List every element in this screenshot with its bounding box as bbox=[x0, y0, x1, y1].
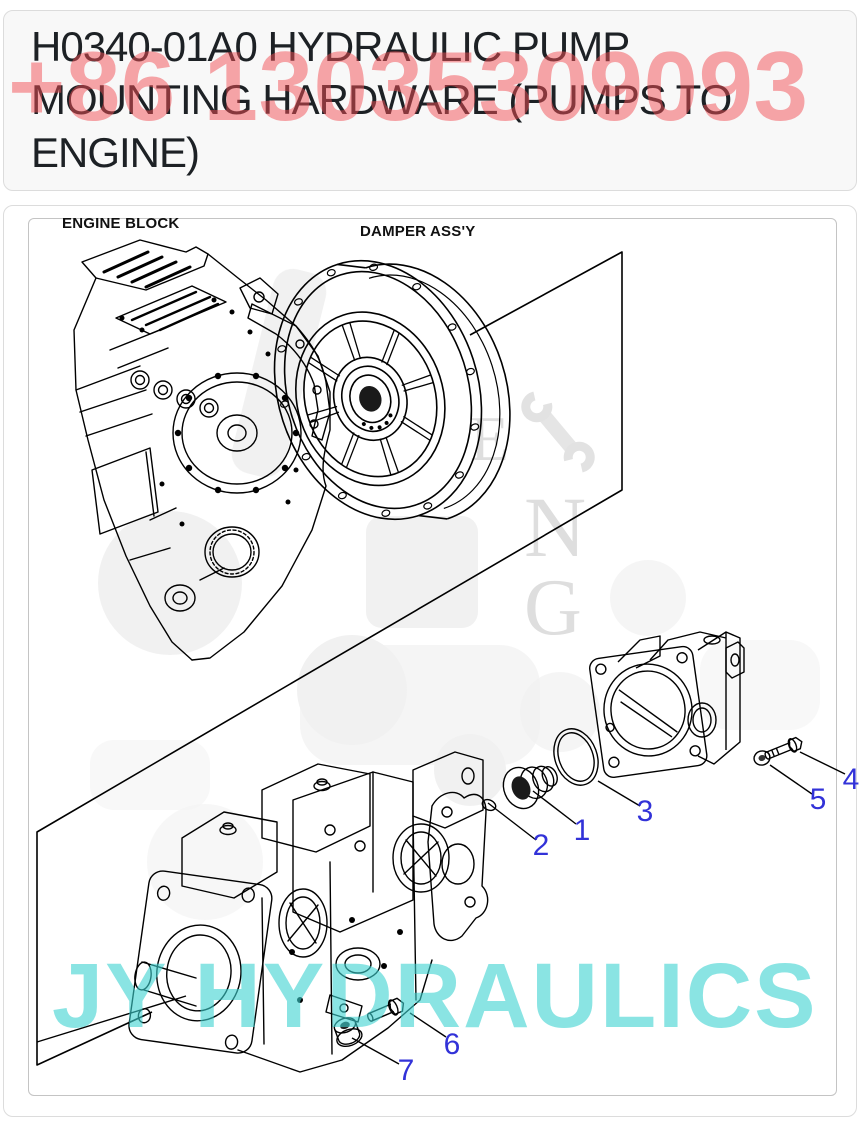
page-title: H0340-01A0 HYDRAULIC PUMP MOUNTING HARDW… bbox=[31, 23, 732, 176]
figure-frame bbox=[28, 218, 837, 1096]
callout-6[interactable]: 6 bbox=[443, 1028, 461, 1061]
damper-assy-label: DAMPER ASS'Y bbox=[360, 223, 476, 240]
callout-4[interactable]: 4 bbox=[842, 763, 860, 796]
callout-1[interactable]: 1 bbox=[573, 814, 591, 847]
callout-7[interactable]: 7 bbox=[397, 1054, 415, 1087]
header-card: H0340-01A0 HYDRAULIC PUMP MOUNTING HARDW… bbox=[3, 10, 857, 191]
callout-5[interactable]: 5 bbox=[809, 783, 827, 816]
engine-block-label: ENGINE BLOCK bbox=[62, 215, 180, 232]
callout-2[interactable]: 2 bbox=[532, 829, 550, 862]
callout-3[interactable]: 3 bbox=[636, 795, 654, 828]
